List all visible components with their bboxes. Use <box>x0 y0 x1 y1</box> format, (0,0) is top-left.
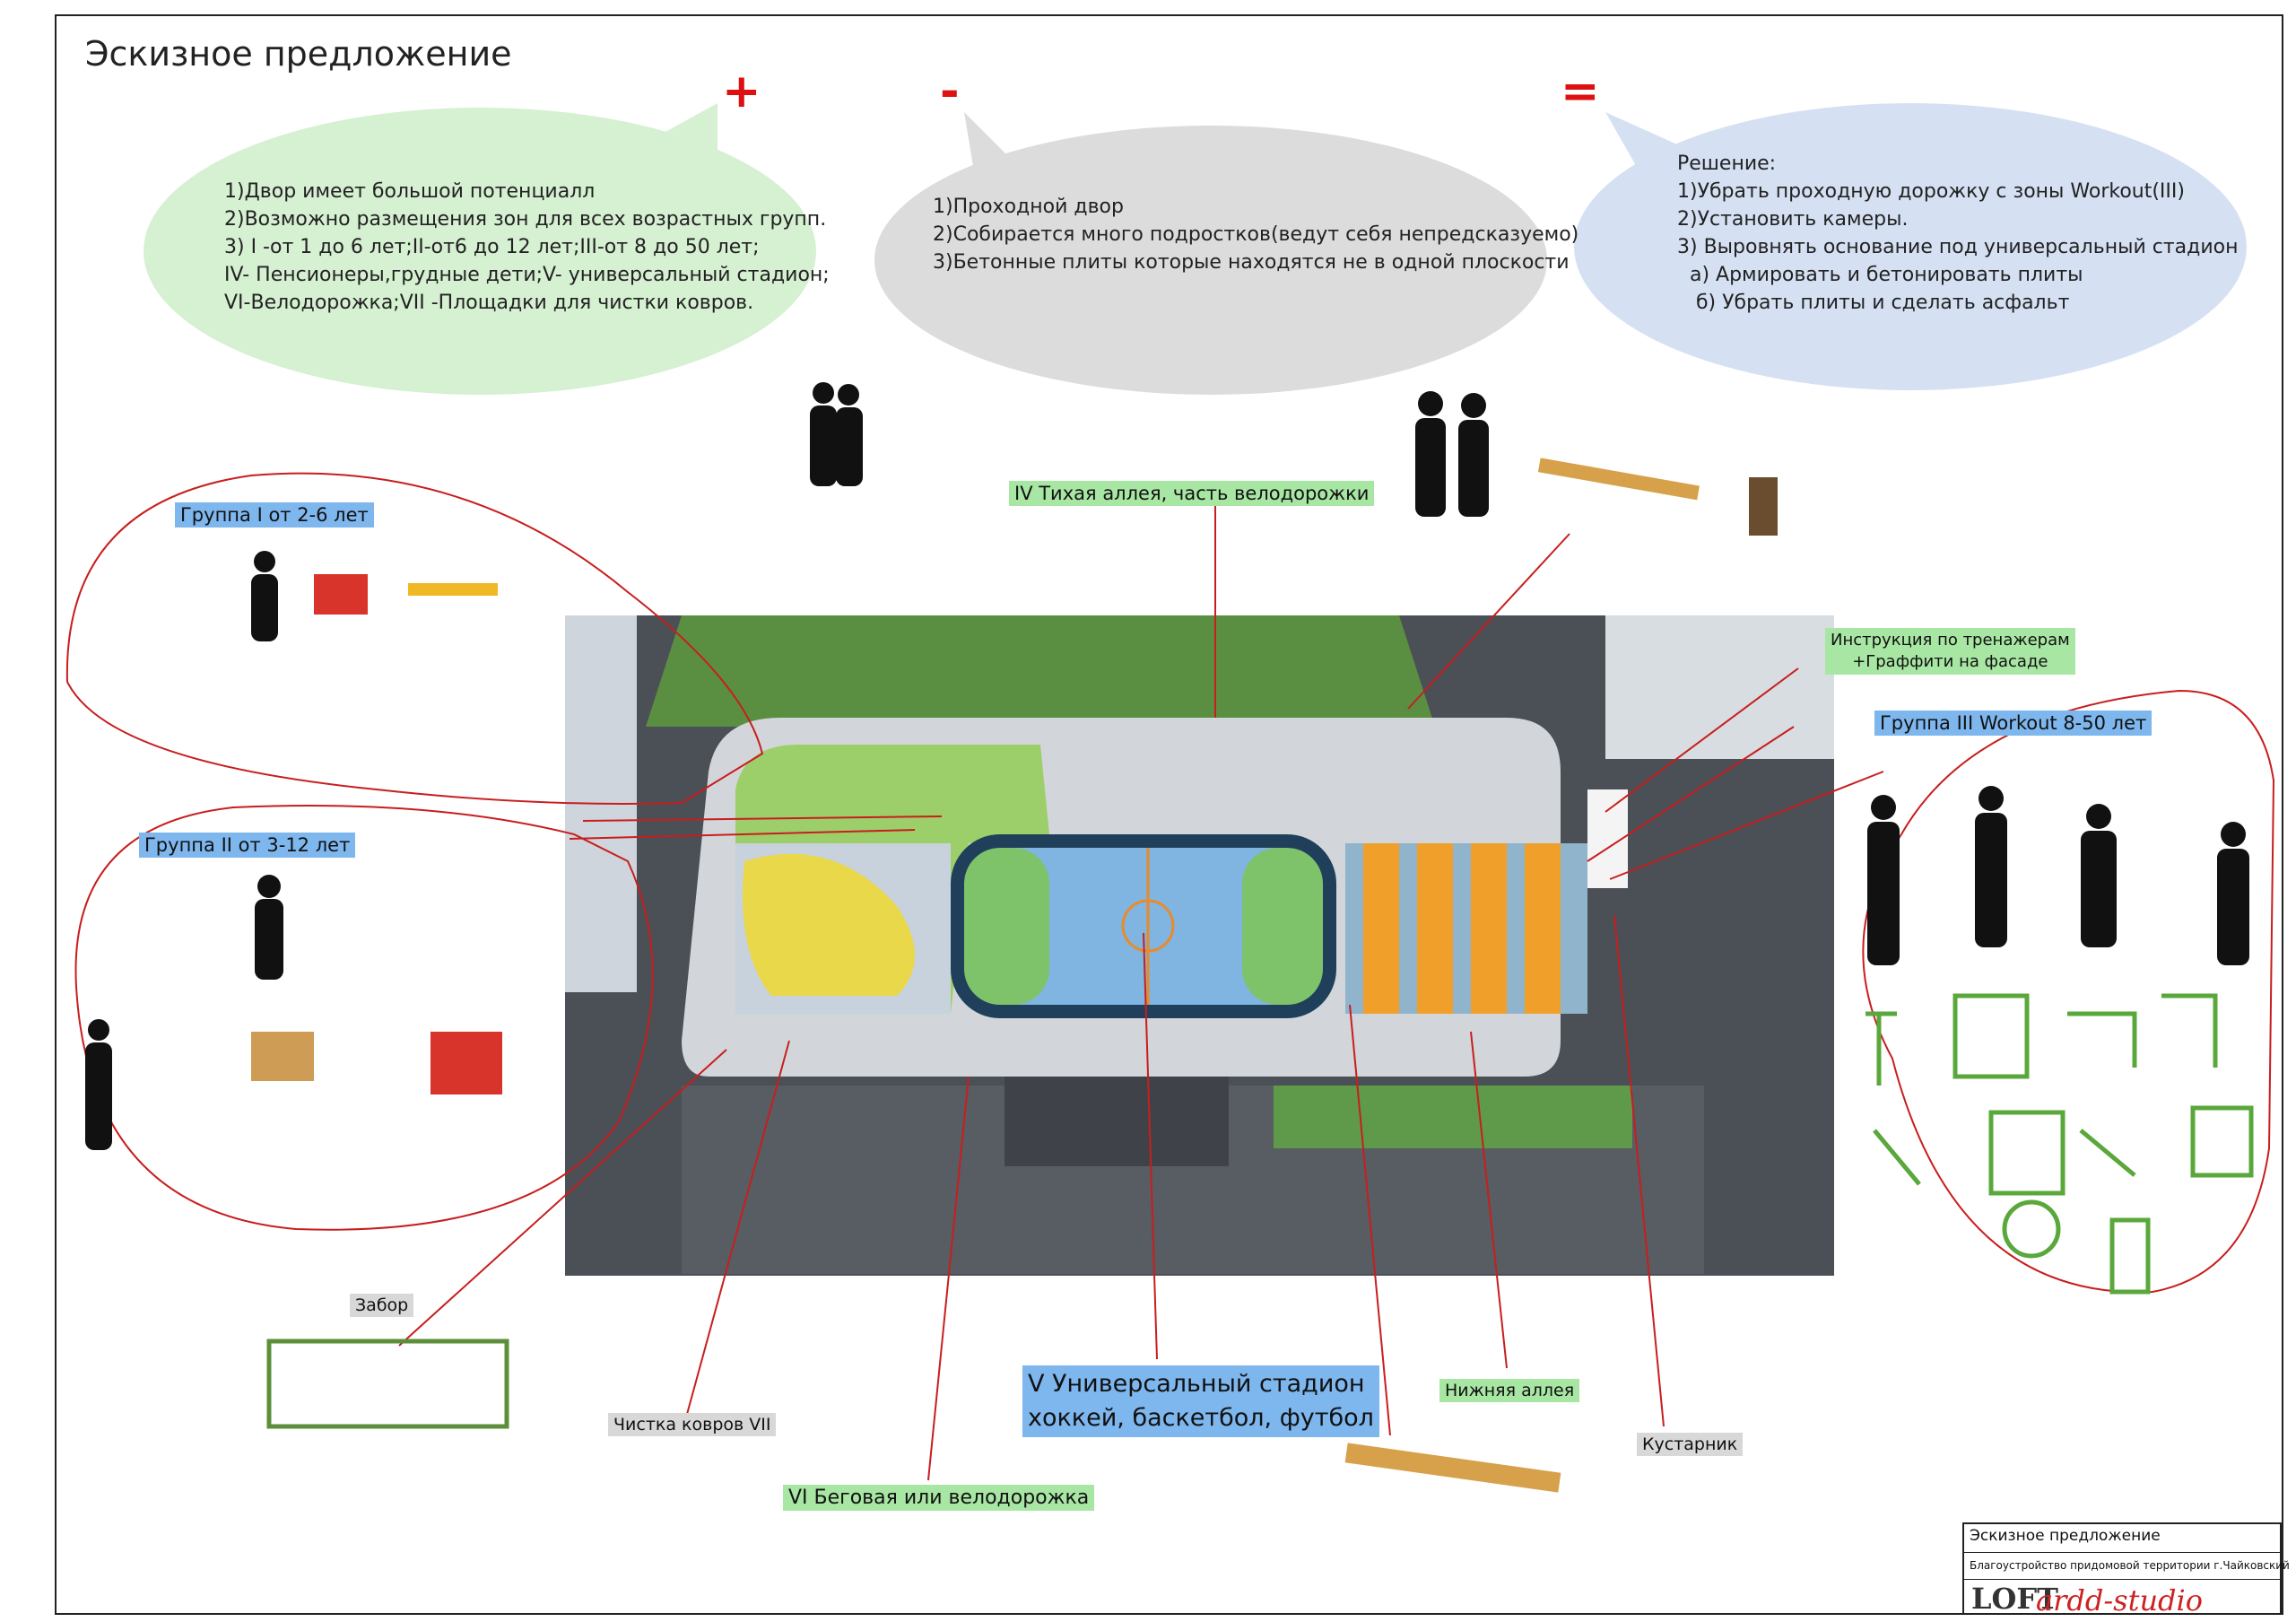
sheet-border <box>55 14 2283 1615</box>
title-block-project: Благоустройство придомовой территории г.… <box>1964 1553 2290 1580</box>
lower-alley-label: Нижняя аллея <box>1439 1379 1580 1402</box>
pros-line: 3) I -от 1 до 6 лет;II-от6 до 12 лет;III… <box>224 236 760 258</box>
pros-bubble <box>144 103 816 395</box>
site-plan <box>565 615 1834 1276</box>
group1-label: Группа I от 2-6 лет <box>175 502 374 528</box>
plus-marker: + <box>722 65 761 118</box>
stadium-line: хоккей, баскетбол, футбол <box>1028 1404 1374 1432</box>
studio-logo: LOFT ardd-studio <box>1964 1580 2280 1618</box>
trash-bin-icon <box>1749 477 1778 536</box>
solution-line: 3) Выровнять основание под универсальный… <box>1677 236 2239 258</box>
page-title: Эскизное предложение <box>85 34 512 74</box>
group2-label: Группа II от 3-12 лет <box>139 833 356 858</box>
callout-lines <box>65 472 2275 1481</box>
instructions-line: Инструкция по тренажерам <box>1831 631 2070 650</box>
fence-icon <box>266 1339 509 1429</box>
solution-text: Решение: 1)Убрать проходную дорожку с зо… <box>1677 150 2239 317</box>
pros-line: 2)Возможно размещения зон для всех возра… <box>224 208 827 231</box>
solution-line: 2)Установить камеры. <box>1677 208 1909 231</box>
group3-label: Группа III Workout 8-50 лет <box>1874 711 2152 736</box>
solution-line: Решение: <box>1677 153 1777 175</box>
solution-line: а) Армировать и бетонировать плиты <box>1677 264 2083 286</box>
solution-line: б) Убрать плиты и сделать асфальт <box>1677 292 2070 314</box>
instructions-line: +Граффити на фасаде <box>1852 652 2048 671</box>
cons-line: 3)Бетонные плиты которые находятся не в … <box>933 251 1570 274</box>
equals-marker: = <box>1561 65 1600 118</box>
workout-equipment-icons <box>1866 993 2254 1295</box>
solution-bubble <box>1574 103 2247 390</box>
bench-icon <box>1344 458 1700 1493</box>
alley4-label: IV Тихая аллея, часть велодорожки <box>1009 481 1375 506</box>
pros-line: IV- Пенсионеры,грудные дети;V- универсал… <box>224 264 830 286</box>
cons-line: 2)Собирается много подростков(ведут себя… <box>933 223 1579 246</box>
pros-text: 1)Двор имеет большой потенциалл 2)Возмож… <box>224 178 830 317</box>
cons-bubble <box>874 112 1547 395</box>
track-label: VI Беговая или велодорожка <box>783 1485 1095 1511</box>
people-silhouettes <box>85 382 2249 1150</box>
instructions-label: Инструкция по тренажерам +Граффити на фа… <box>1825 628 2075 675</box>
pros-line: 1)Двор имеет большой потенциалл <box>224 180 596 203</box>
logo-left-text: LOFT <box>1971 1582 2058 1616</box>
fence-label: Забор <box>350 1294 414 1317</box>
logo-right-text: ardd-studio <box>2036 1583 2204 1618</box>
stadium-label: V Универсальный стадион хоккей, баскетбо… <box>1022 1365 1379 1437</box>
cons-text: 1)Проходной двор 2)Собирается много подр… <box>933 193 1578 276</box>
carpets-label: Чистка ковров VII <box>608 1413 777 1436</box>
stadium-line: V Универсальный стадион <box>1028 1370 1365 1398</box>
title-block: Эскизное предложение Благоустройство при… <box>1962 1522 2290 1618</box>
cons-line: 1)Проходной двор <box>933 196 1124 218</box>
solution-line: 1)Убрать проходную дорожку с зоны Workou… <box>1677 180 2185 203</box>
shrubs-label: Кустарник <box>1637 1433 1744 1456</box>
playground-equipment-icons <box>251 574 502 1094</box>
pros-line: VI-Велодорожка;VII -Площадки для чистки … <box>224 292 754 314</box>
minus-marker: - <box>940 65 960 118</box>
title-block-heading: Эскизное предложение <box>1964 1524 2280 1553</box>
